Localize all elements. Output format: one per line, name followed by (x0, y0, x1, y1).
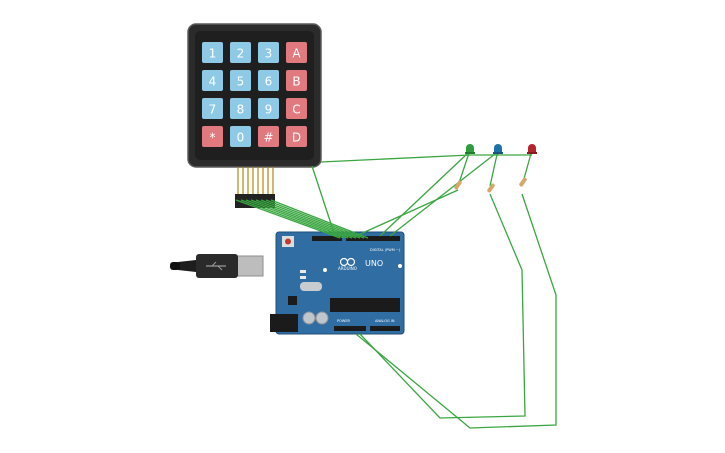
key-cap (286, 126, 307, 147)
key-a[interactable]: A (286, 42, 307, 63)
power-label: POWER (337, 319, 351, 323)
key-label: D (292, 131, 301, 145)
red-led[interactable] (527, 144, 537, 154)
key-label: * (210, 131, 216, 145)
key-cap (286, 70, 307, 91)
key-1[interactable]: 1 (202, 42, 223, 63)
key-cap (230, 70, 251, 91)
digital-header-1[interactable] (312, 236, 342, 241)
key-cap (202, 42, 223, 63)
key-label: B (292, 75, 300, 89)
key-label: 6 (265, 75, 273, 89)
key-label: 3 (265, 47, 273, 61)
digital-header-2[interactable] (346, 236, 400, 241)
usb-icon (206, 261, 226, 271)
key-label: 8 (237, 103, 245, 117)
key-cap (258, 70, 279, 91)
capacitor (302, 311, 316, 325)
key-6[interactable]: 6 (258, 70, 279, 91)
keypad-inner (195, 31, 314, 160)
key-label: C (292, 103, 300, 117)
key-cap (286, 98, 307, 119)
key-star[interactable]: * (202, 126, 223, 147)
key-cap (230, 42, 251, 63)
green-led[interactable] (465, 144, 475, 154)
key-cap (202, 126, 223, 147)
key-7[interactable]: 7 (202, 98, 223, 119)
key-cap (258, 126, 279, 147)
key-0[interactable]: 0 (230, 126, 251, 147)
key-cap (230, 126, 251, 147)
capacitor (315, 311, 329, 325)
key-cap (230, 98, 251, 119)
resistor-2[interactable] (486, 183, 495, 193)
key-label: 4 (209, 75, 217, 89)
digital-label: DIGITAL (PWM ~) (370, 248, 401, 252)
wires (235, 149, 557, 429)
key-label: A (292, 47, 301, 61)
analog-label: ANALOG IN (375, 319, 395, 323)
key-c[interactable]: C (286, 98, 307, 119)
resistor-1[interactable] (453, 180, 462, 190)
usb-cable[interactable] (170, 254, 264, 278)
key-cap (286, 42, 307, 63)
power-jack[interactable] (270, 314, 298, 332)
board-model: UNO (365, 259, 383, 268)
microcontroller-chip (330, 298, 400, 312)
analog-header[interactable] (370, 326, 400, 331)
key-5[interactable]: 5 (230, 70, 251, 91)
blue-led[interactable] (493, 144, 503, 154)
key-cap (202, 98, 223, 119)
key-9[interactable]: 9 (258, 98, 279, 119)
key-2[interactable]: 2 (230, 42, 251, 63)
usb-connector-metal (236, 255, 264, 277)
key-label: # (263, 131, 273, 145)
key-cap (258, 42, 279, 63)
key-label: 2 (237, 47, 245, 61)
power-header[interactable] (334, 326, 366, 331)
arduino-logo-icon (339, 257, 356, 267)
key-4[interactable]: 4 (202, 70, 223, 91)
arduino-board[interactable]: ARDUINO UNO DIGITAL (PWM ~) POWER ANALOG… (270, 231, 405, 335)
key-d[interactable]: D (286, 126, 307, 147)
key-3[interactable]: 3 (258, 42, 279, 63)
key-b[interactable]: B (286, 70, 307, 91)
key-cap (258, 98, 279, 119)
keypad-keys: 1 2 3 A 4 5 6 B 7 8 9 C * 0 # D (202, 42, 307, 147)
key-label: 9 (265, 103, 273, 117)
key-label: 5 (237, 75, 245, 89)
key-hash[interactable]: # (258, 126, 279, 147)
resistor-3[interactable] (518, 177, 527, 187)
key-cap (202, 70, 223, 91)
crystal (300, 282, 322, 291)
key-label: 7 (209, 103, 217, 117)
board-brand: ARDUINO (338, 266, 357, 271)
key-label: 1 (209, 47, 217, 61)
key-label: 0 (237, 131, 245, 145)
key-8[interactable]: 8 (230, 98, 251, 119)
keypad[interactable]: 1 2 3 A 4 5 6 B 7 8 9 C * 0 # D (187, 23, 322, 168)
